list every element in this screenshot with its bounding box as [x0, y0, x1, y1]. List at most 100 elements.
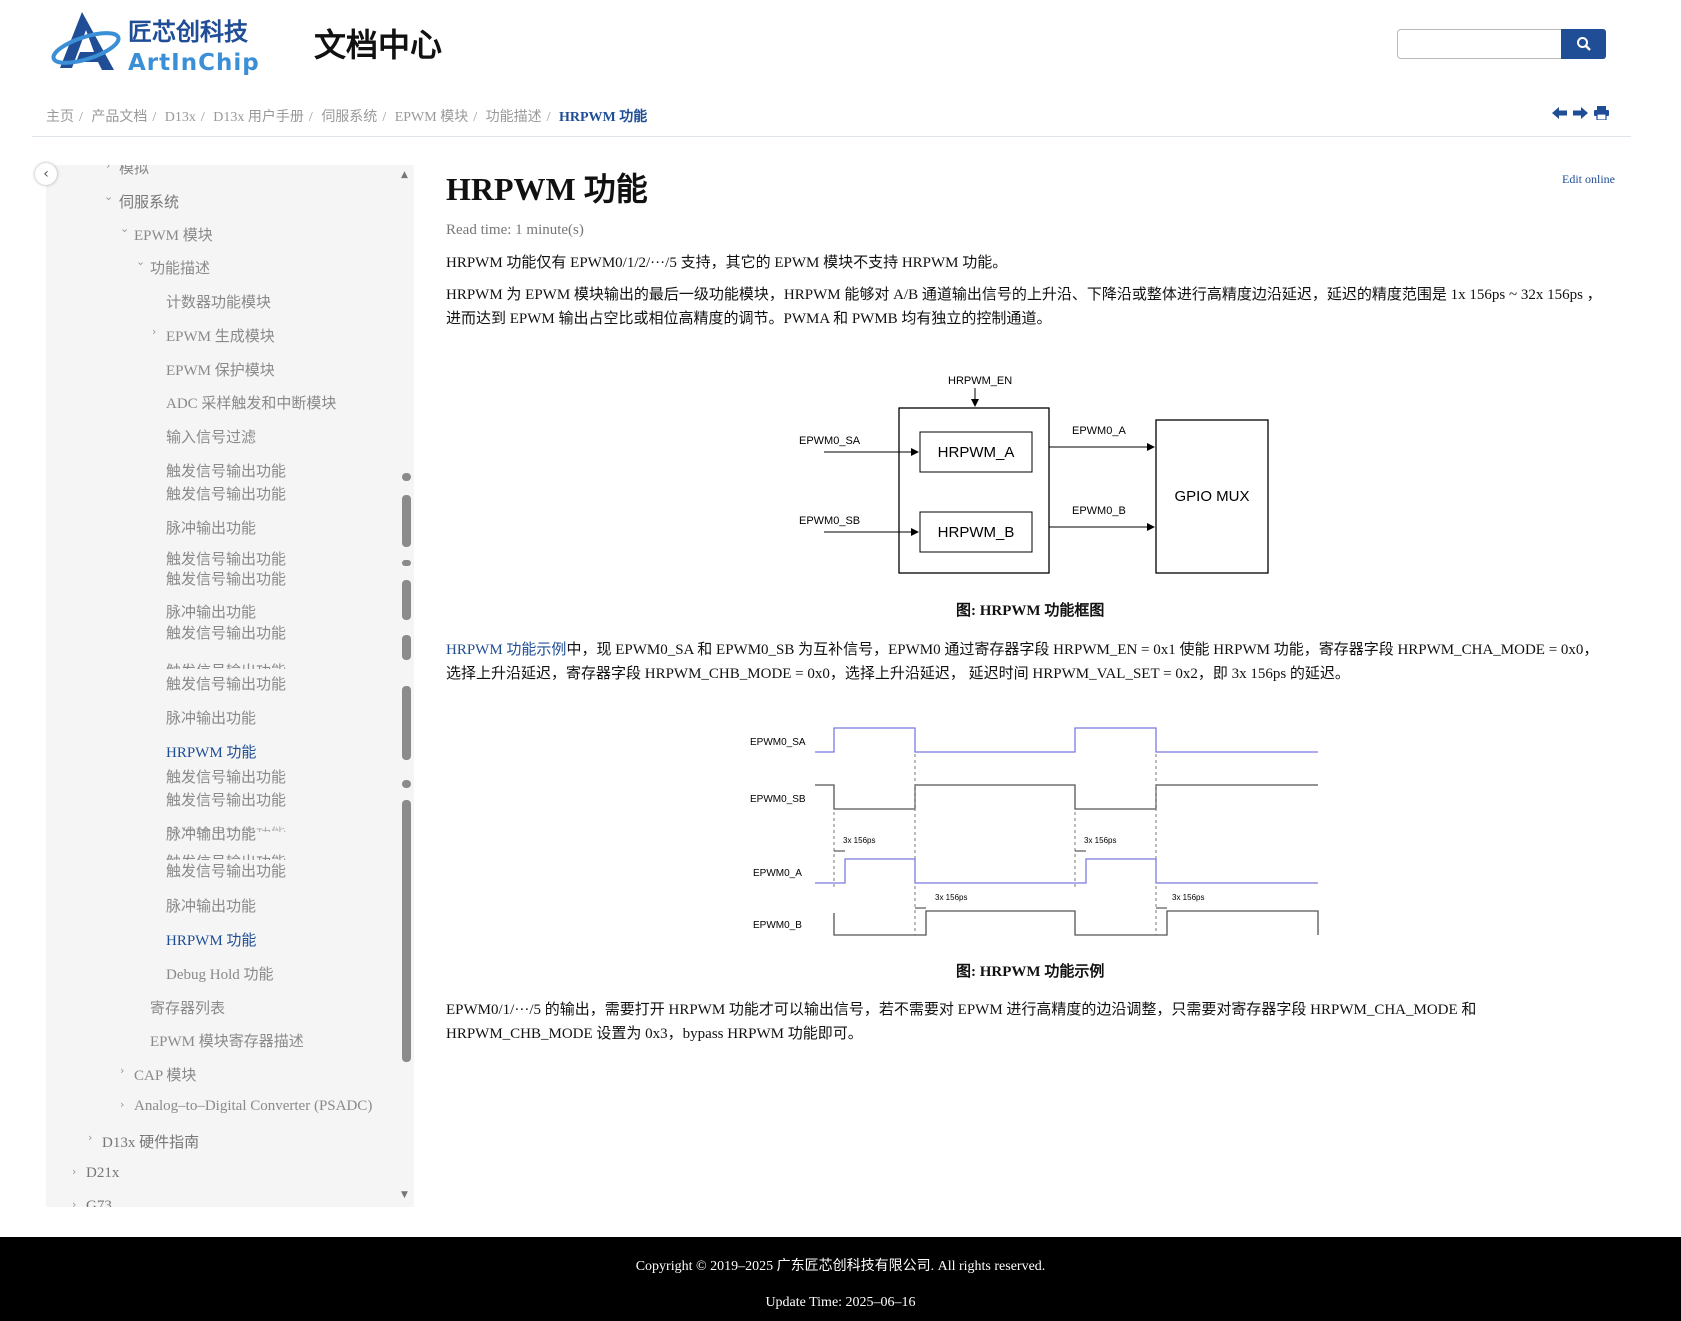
chevron-right-icon[interactable]: ›	[120, 1064, 125, 1077]
sidebar-item[interactable]: 触发信号输出功能	[166, 487, 287, 503]
sidebar-item[interactable]: 触发信号输出功能	[166, 677, 287, 693]
sidebar-item[interactable]: 触发信号输出功能	[166, 864, 287, 880]
print-icon[interactable]	[1594, 106, 1609, 120]
sidebar-item[interactable]: 触发信号输出功能	[166, 793, 287, 809]
sidebar-item[interactable]: EPWM 模块	[134, 228, 213, 244]
sidebar-item[interactable]: CAP 模块	[134, 1068, 197, 1084]
chevron-right-icon[interactable]: ›	[152, 325, 157, 338]
scrollbar-thumb[interactable]	[402, 780, 411, 788]
hrpwm-timing-diagram: EPWM0_SA EPWM0_SB 3x 156ps 3x 156ps EPWM…	[750, 727, 1319, 936]
breadcrumb-item[interactable]: 主页	[46, 110, 74, 125]
scroll-up-arrow[interactable]: ▲	[401, 170, 408, 180]
sidebar-item[interactable]: 脉冲输出功能	[166, 711, 257, 727]
sidebar-nav: › 模拟 ⌄ 伺服系统 ⌄ EPWM 模块 ⌄ 功能描述 计数器功能模块 › E…	[46, 165, 414, 1207]
sidebar-item[interactable]: 脉冲输出功能	[166, 605, 257, 621]
scrollbar-thumb[interactable]	[402, 635, 411, 660]
paragraph: HRPWM 为 EPWM 模块输出的最后一级功能模块，HRPWM 能够对 A/B…	[446, 287, 1602, 327]
sidebar-item[interactable]: 寄存器列表	[150, 1001, 226, 1017]
edit-online-link[interactable]: Edit online	[1562, 172, 1615, 186]
paragraph-text: 中，现 EPWM0_SA 和 EPWM0_SB 为互补信号，EPWM0 通过寄存…	[446, 642, 1599, 682]
page-title: HRPWM 功能	[446, 171, 648, 207]
chevron-right-icon[interactable]: ›	[72, 1165, 77, 1178]
delay-label: 3x 156ps	[1084, 836, 1116, 845]
breadcrumb-item[interactable]: D13x 用户手册	[213, 110, 304, 125]
company-logo[interactable]: 匠芯创科技 ArtInChip	[50, 8, 270, 78]
scrollbar-thumb[interactable]	[402, 580, 411, 620]
chevron-right-icon[interactable]: ›	[120, 1098, 125, 1111]
sidebar-item[interactable]: 触发信号输出功能	[166, 552, 287, 568]
chevron-down-icon[interactable]: ⌄	[104, 190, 114, 203]
diagram-label: HRPWM_EN	[948, 375, 1012, 387]
sidebar-item[interactable]: ADC 采样触发和中断模块	[166, 396, 337, 412]
sidebar-item[interactable]: 脉冲输出功能	[166, 827, 257, 843]
sidebar-item-active[interactable]: HRPWM 功能	[166, 933, 257, 949]
sidebar-item[interactable]: 输入信号过滤	[166, 430, 257, 446]
sidebar-item[interactable]: 触发信号输出功能	[166, 770, 287, 786]
sidebar-item[interactable]: 计数器功能模块	[166, 295, 272, 311]
sidebar-item[interactable]: Analog–to–Digital Converter (PSADC)	[134, 1098, 373, 1114]
delay-label: 3x 156ps	[843, 836, 875, 845]
chevron-down-icon[interactable]: ⌄	[136, 255, 146, 268]
breadcrumb-item[interactable]: 伺服系统	[321, 110, 378, 125]
sidebar-item[interactable]: 功能描述	[150, 261, 211, 277]
diagram-label: EPWM0_SB	[799, 515, 860, 527]
diagram-box-label: GPIO MUX	[1174, 488, 1249, 505]
chevron-right-icon[interactable]: ›	[106, 165, 111, 172]
search-icon	[1576, 37, 1591, 51]
scrollbar-thumb[interactable]	[402, 800, 411, 1062]
sidebar-item[interactable]: 触发信号输出功能	[166, 660, 286, 669]
sidebar-item[interactable]: EPWM 保护模块	[166, 363, 275, 379]
figure-caption: 图: HRPWM 功能示例	[956, 964, 1105, 980]
chevron-down-icon[interactable]: ⌄	[120, 222, 130, 235]
breadcrumb-item[interactable]: 产品文档	[91, 110, 148, 125]
sidebar-item[interactable]: 伺服系统	[119, 195, 180, 211]
chevron-right-icon[interactable]: ›	[72, 1198, 77, 1207]
diagram-label: EPWM0_B	[1072, 505, 1126, 517]
sidebar-item[interactable]: 触发信号输出功能	[166, 851, 286, 860]
page-tools	[1552, 106, 1609, 120]
figure-caption: 图: HRPWM 功能框图	[956, 603, 1105, 619]
scrollbar-thumb[interactable]	[402, 473, 411, 481]
prev-arrow-icon[interactable]	[1552, 106, 1567, 120]
signal-label: EPWM0_B	[753, 920, 802, 931]
paragraph: HRPWM 功能示例中，现 EPWM0_SA 和 EPWM0_SB 为互补信号，…	[446, 638, 1606, 686]
sidebar-item[interactable]: EPWM 模块寄存器描述	[150, 1034, 304, 1050]
sidebar-item[interactable]: D21x	[86, 1165, 120, 1181]
signal-label: EPWM0_SA	[750, 737, 806, 748]
search-input[interactable]	[1397, 29, 1561, 59]
scrollbar-thumb[interactable]	[402, 686, 411, 760]
sidebar-item[interactable]: 脉冲输出功能	[166, 521, 257, 537]
search-button[interactable]	[1561, 29, 1606, 59]
sidebar-item[interactable]: 触发信号输出功能	[166, 572, 287, 588]
sidebar-item[interactable]: 触发信号输出功能	[166, 823, 286, 832]
breadcrumb-item[interactable]: EPWM 模块	[394, 110, 469, 125]
scrollbar-thumb[interactable]	[402, 495, 411, 547]
hrpwm-block-diagram: HRPWM_EN HRPWM_A HRPWM_B EPWM0_SA EPWM0_…	[799, 375, 1269, 574]
sidebar-item[interactable]: 触发信号输出功能	[166, 626, 287, 642]
svg-text:匠芯创科技: 匠芯创科技	[128, 18, 249, 46]
breadcrumb-item[interactable]: D13x	[164, 110, 196, 125]
scroll-down-arrow[interactable]: ▼	[401, 1190, 408, 1200]
footer: Copyright © 2019–2025 广东匠芯创科技有限公司. All r…	[0, 1237, 1681, 1321]
sidebar-item[interactable]: G73	[86, 1198, 112, 1207]
sidebar-item[interactable]: Debug Hold 功能	[166, 967, 274, 983]
sidebar-item[interactable]: EPWM 生成模块	[166, 329, 275, 345]
sidebar-item[interactable]: 触发信号输出功能	[166, 464, 287, 480]
diagram-box-label: HRPWM_B	[938, 524, 1015, 541]
sidebar-item[interactable]: D13x 硬件指南	[102, 1135, 200, 1151]
update-time: Update Time: 2025–06–16	[765, 1295, 916, 1310]
sidebar-collapse-button[interactable]: ‹	[35, 163, 57, 185]
breadcrumb-item[interactable]: 功能描述	[485, 110, 542, 125]
figure-link[interactable]: HRPWM 功能示例	[446, 642, 567, 658]
read-time: Read time: 1 minute(s)	[446, 222, 584, 238]
delay-label: 3x 156ps	[1172, 893, 1204, 902]
chevron-right-icon[interactable]: ›	[88, 1131, 93, 1144]
sidebar-item-active[interactable]: HRPWM 功能	[166, 745, 257, 761]
scrollbar-thumb[interactable]	[402, 560, 411, 566]
sidebar-item[interactable]: 模拟	[119, 165, 150, 177]
breadcrumb-current: HRPWM 功能	[558, 110, 648, 125]
sidebar-item[interactable]: 脉冲输出功能	[166, 899, 257, 915]
header: 匠芯创科技 ArtInChip 文档中心	[0, 0, 1681, 90]
next-arrow-icon[interactable]	[1573, 106, 1588, 120]
signal-label: EPWM0_SB	[750, 794, 806, 805]
